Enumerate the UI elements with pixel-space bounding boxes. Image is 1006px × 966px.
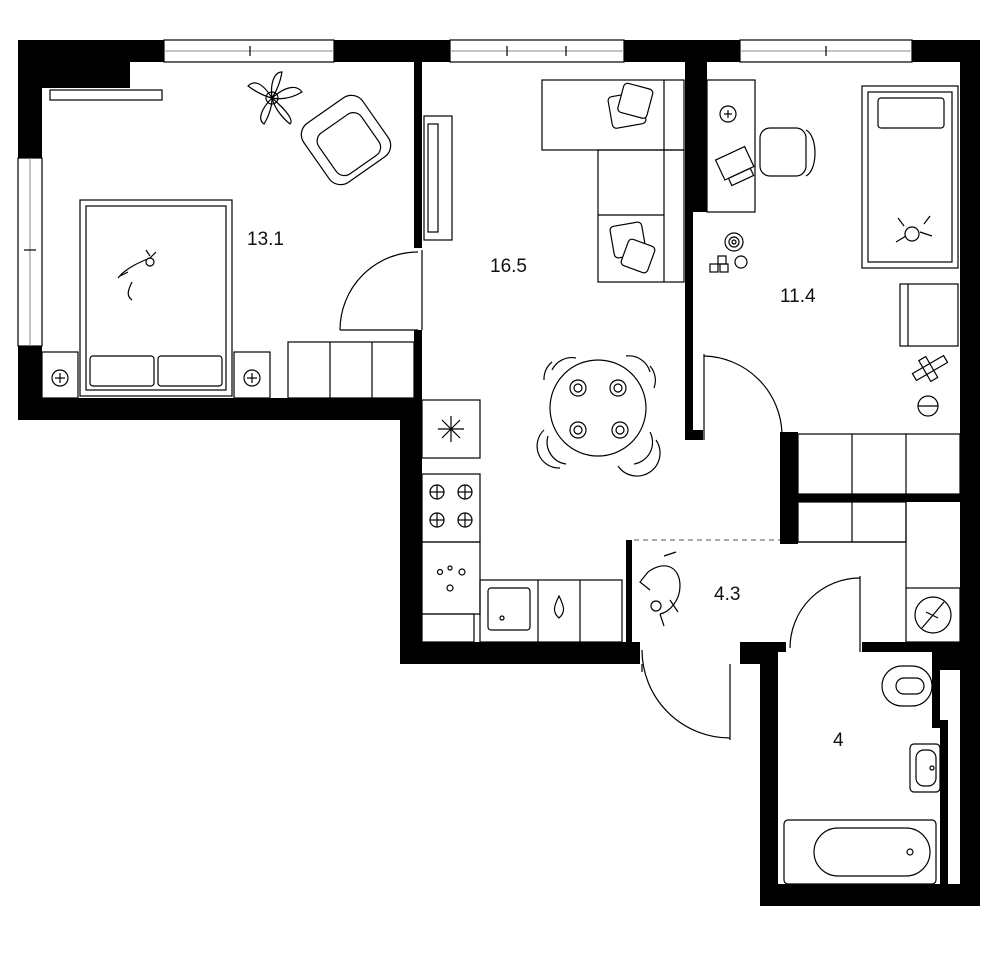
wardrobe-kids [797,433,961,495]
ball-icon [917,395,939,417]
dog-icon [639,551,681,627]
kids-storage [899,283,959,347]
fridge [421,399,481,459]
bathtub [783,819,937,885]
toy-plane-icon [911,354,949,383]
toilet [881,665,933,707]
wardrobe-bedroom [287,341,415,399]
walls [18,40,980,906]
kitchen-counter [421,541,623,643]
plant-icon [247,71,303,125]
kids-desk [706,79,756,213]
hall-wardrobe [797,501,907,588]
stove [421,473,481,543]
armchair-bedroom [300,94,392,186]
bed-double [79,199,233,397]
area-label-living-kitchen: 16.5 [490,256,527,277]
dining-table [536,355,661,477]
cat-icon [117,249,157,301]
area-label-bathroom: 4 [833,730,844,751]
area-label-kids-room: 11.4 [780,286,816,307]
single-bed [861,85,959,269]
windows [17,39,913,347]
doors [339,250,861,740]
water-heater [905,587,961,643]
desk-chair [759,127,816,177]
area-label-bedroom: 13.1 [247,229,284,250]
area-label-hallway: 4.3 [714,584,741,605]
nightstand-left [41,351,79,399]
shelf-bedroom [49,89,163,101]
sofa-corner [541,79,685,283]
tv-stand [423,115,453,241]
toys [709,232,748,273]
nightstand-right [233,351,271,399]
washbasin [909,743,941,793]
